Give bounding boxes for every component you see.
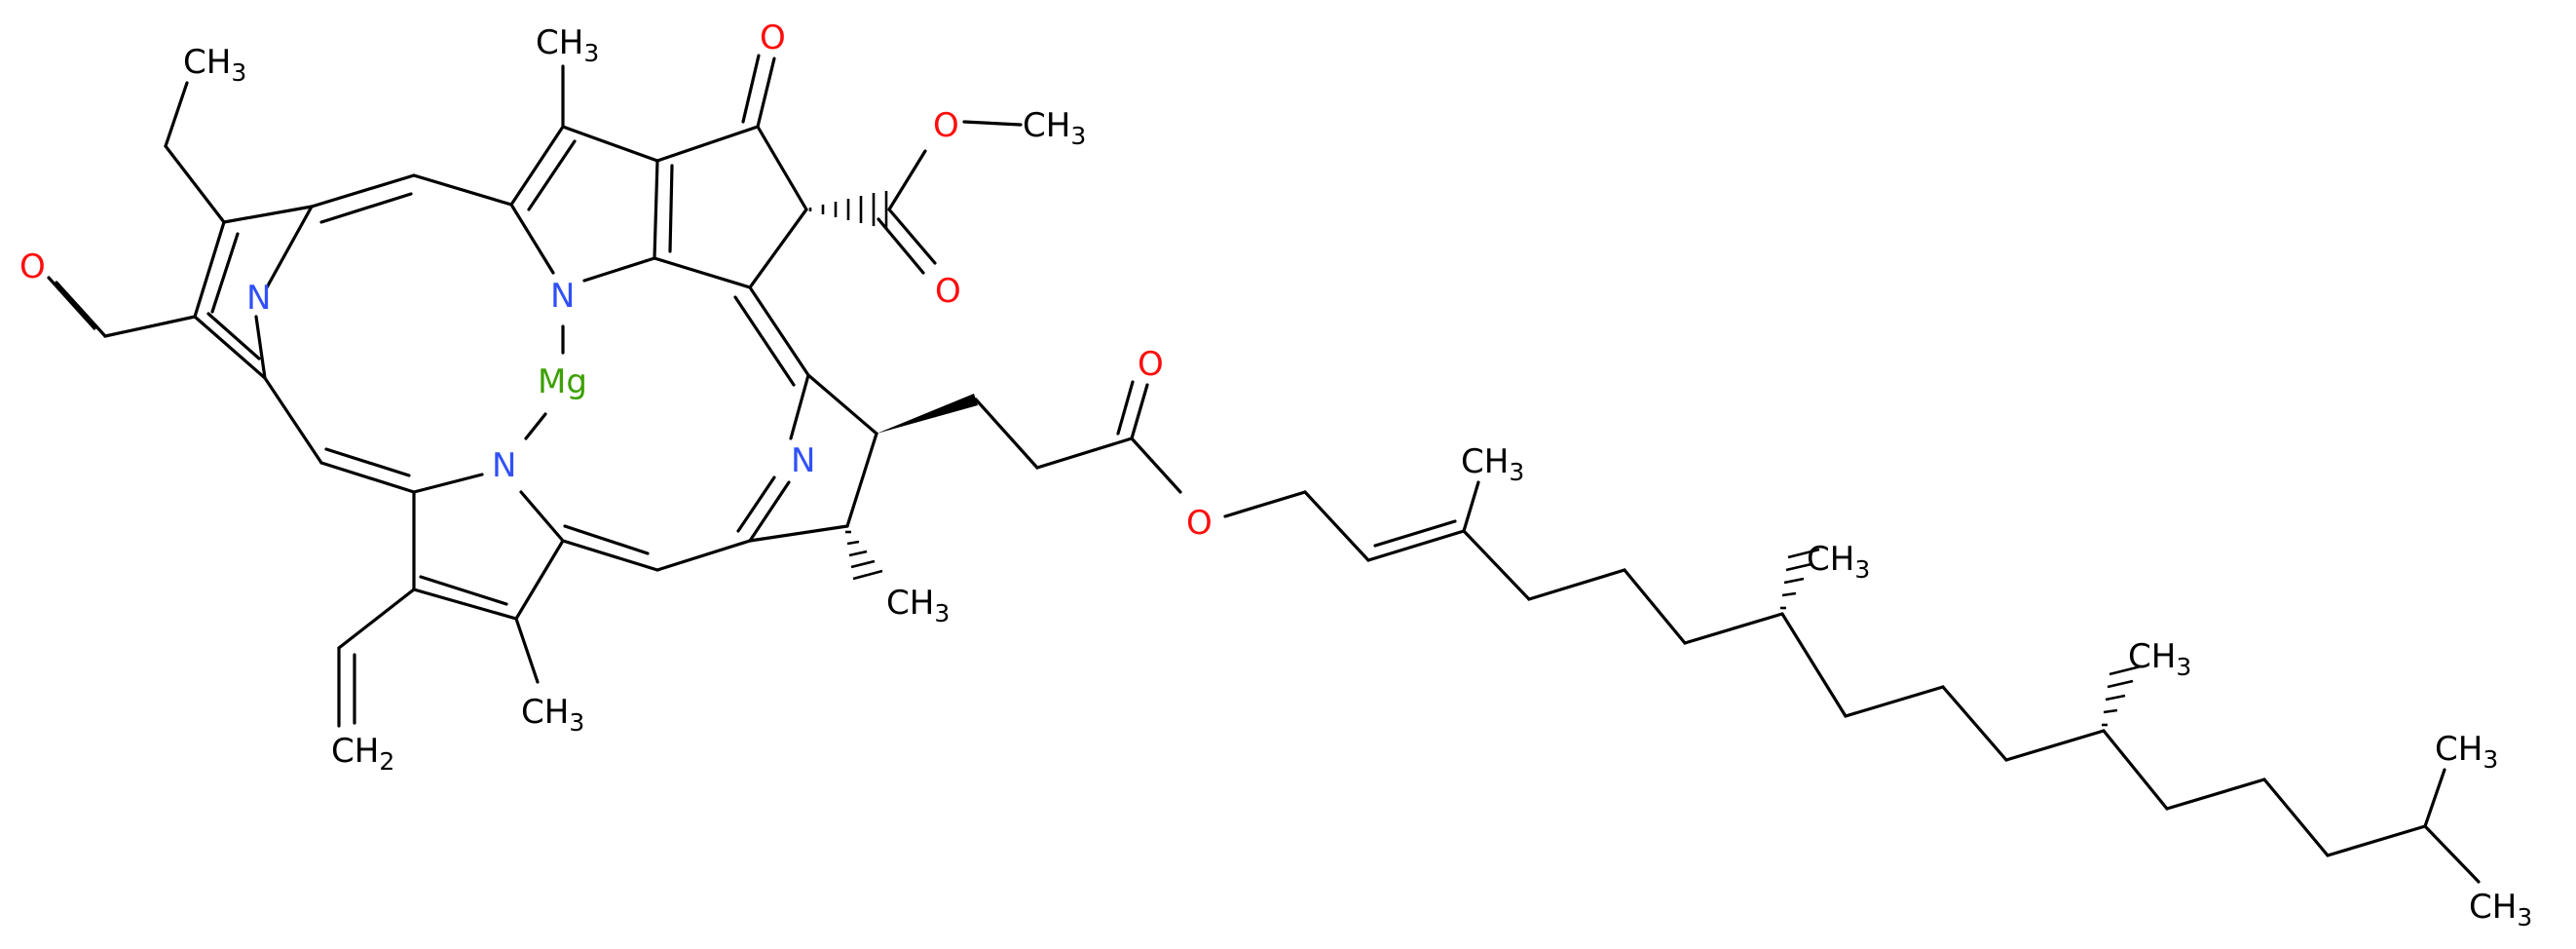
atom-o-propionate-ether: O xyxy=(1186,504,1213,543)
group-ch3-ring-iv: CH3 xyxy=(886,584,950,627)
group-ch3-phytyl-4: CH3 xyxy=(2435,730,2498,774)
bond-layer xyxy=(47,54,2481,884)
atom-o-aldehyde: O xyxy=(19,247,46,286)
atom-n-ring3: N xyxy=(492,446,516,485)
atom-label-layer: N N N N Mg O O O O O O CH3 CH3 CH3 CH3 C… xyxy=(19,19,2532,931)
atom-o-ester-carbonyl: O xyxy=(935,272,961,311)
group-ch3-phytyl-5: CH3 xyxy=(2469,888,2532,931)
group-ch3-ethyl: CH3 xyxy=(183,43,246,87)
atom-n-ring1: N xyxy=(246,279,271,318)
atom-o-ketone: O xyxy=(760,19,786,57)
atom-magnesium: Mg xyxy=(538,362,587,401)
hashed-bond-ester xyxy=(808,191,888,228)
hashed-bond-phytyl-1 xyxy=(1780,548,1820,610)
group-ch3-ester: CH3 xyxy=(1023,106,1086,150)
atom-o-propionate-carbonyl: O xyxy=(1138,345,1164,384)
atom-o-ester-methoxy: O xyxy=(933,106,959,145)
hashed-bond-methyl xyxy=(845,530,883,581)
hashed-bond-phytyl-2 xyxy=(2102,664,2142,727)
group-ch3-phytyl-2: CH3 xyxy=(1807,540,1870,584)
group-ch2-vinyl: CH2 xyxy=(331,732,394,776)
wedge-bond-propionate xyxy=(877,394,978,434)
atom-n-ring2: N xyxy=(550,277,575,316)
group-ch3-phytyl-1: CH3 xyxy=(1461,442,1524,486)
group-ch3-phytyl-3: CH3 xyxy=(2128,637,2191,681)
group-ch3-bottom: CH3 xyxy=(521,693,584,737)
atom-n-ring4: N xyxy=(791,441,815,480)
group-ch3-top: CH3 xyxy=(536,23,599,67)
